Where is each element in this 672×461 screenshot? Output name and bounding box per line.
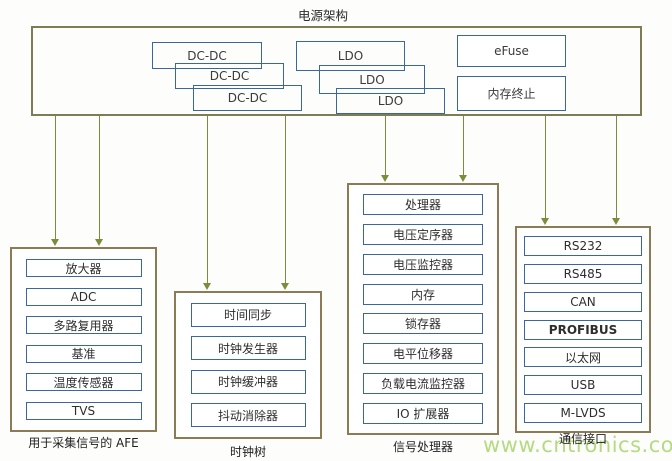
down-arrow-to-afe-1 — [51, 116, 60, 246]
down-arrow-to-afe-2 — [95, 116, 104, 246]
comm-block-mlvds: M-LVDS — [524, 403, 642, 424]
ldo-block-2: LDO — [319, 65, 425, 94]
down-arrow-to-signal-processor-2 — [459, 116, 468, 182]
power-architecture-box: DC-DC DC-DC DC-DC LDO LDO LDO eFuse 内存终止 — [31, 26, 642, 116]
group-label-clock-tree: 时钟树 — [229, 445, 266, 459]
group-afe: 放大器 ADC 多路复用器 基准 温度传感器 TVS — [10, 247, 157, 432]
down-arrow-to-comm-interface-1 — [541, 116, 550, 225]
watermark: www.cntronics.com — [483, 433, 672, 457]
afe-block-multiplexer: 多路复用器 — [25, 316, 142, 335]
page-title: 电源架构 — [297, 8, 348, 23]
comm-block-rs485: RS485 — [524, 263, 642, 284]
signal-block-latch: 锁存器 — [363, 313, 483, 335]
signal-block-voltage-sequencer: 电压定序器 — [363, 223, 483, 245]
group-clock-tree: 时间同步 时钟发生器 时钟缓冲器 抖动消除器 — [174, 291, 322, 439]
afe-block-adc: ADC — [25, 287, 142, 306]
down-arrow-to-comm-interface-2 — [612, 116, 621, 225]
afe-block-amplifier: 放大器 — [25, 259, 142, 278]
clock-block-buffer: 时钟缓冲器 — [190, 369, 306, 394]
down-arrow-to-signal-processor-1 — [381, 116, 390, 182]
ldo-block-1: LDO — [296, 41, 405, 71]
group-comm-interface: RS232 RS485 CAN PROFIBUS 以太网 USB M-LVDS — [515, 226, 651, 433]
group-label-signal-processor: 信号处理器 — [392, 440, 453, 454]
comm-block-usb: USB — [524, 375, 642, 396]
clock-block-time-sync: 时间同步 — [190, 302, 306, 327]
clock-block-generator: 时钟发生器 — [190, 336, 306, 361]
signal-block-memory: 内存 — [363, 283, 483, 305]
dcdc-block-3: DC-DC — [193, 85, 302, 111]
down-arrow-to-clock-tree-1 — [203, 116, 212, 290]
signal-block-io-expander: IO 扩展器 — [363, 403, 483, 424]
comm-block-ethernet: 以太网 — [524, 347, 642, 368]
memory-termination-block: 内存终止 — [457, 76, 566, 111]
group-signal-processor: 处理器 电压定序器 电压监控器 内存 锁存器 电平位移器 负载电流监控器 IO … — [347, 183, 499, 435]
signal-block-level-shifter: 电平位移器 — [363, 343, 483, 365]
dcdc-block-2: DC-DC — [175, 63, 284, 89]
signal-block-load-current-monitor: 负载电流监控器 — [363, 373, 483, 395]
afe-block-temp-sensor: 温度传感器 — [25, 373, 142, 392]
clock-block-jitter-cleaner: 抖动消除器 — [190, 403, 306, 428]
dcdc-block-1: DC-DC — [152, 42, 262, 69]
afe-block-reference: 基准 — [25, 344, 142, 363]
signal-block-voltage-monitor: 电压监控器 — [363, 253, 483, 275]
group-label-comm-interface: 通信接口 — [558, 432, 607, 446]
comm-block-can: CAN — [524, 291, 642, 312]
signal-block-processor: 处理器 — [363, 193, 483, 215]
comm-block-rs232: RS232 — [524, 235, 642, 256]
down-arrow-to-clock-tree-2 — [281, 116, 290, 290]
efuse-block: eFuse — [457, 35, 566, 67]
group-label-afe: 用于采集信号的 AFE — [28, 436, 139, 450]
afe-block-tvs: TVS — [25, 401, 142, 420]
ldo-block-3: LDO — [336, 88, 445, 114]
comm-block-profibus: PROFIBUS — [524, 319, 642, 340]
